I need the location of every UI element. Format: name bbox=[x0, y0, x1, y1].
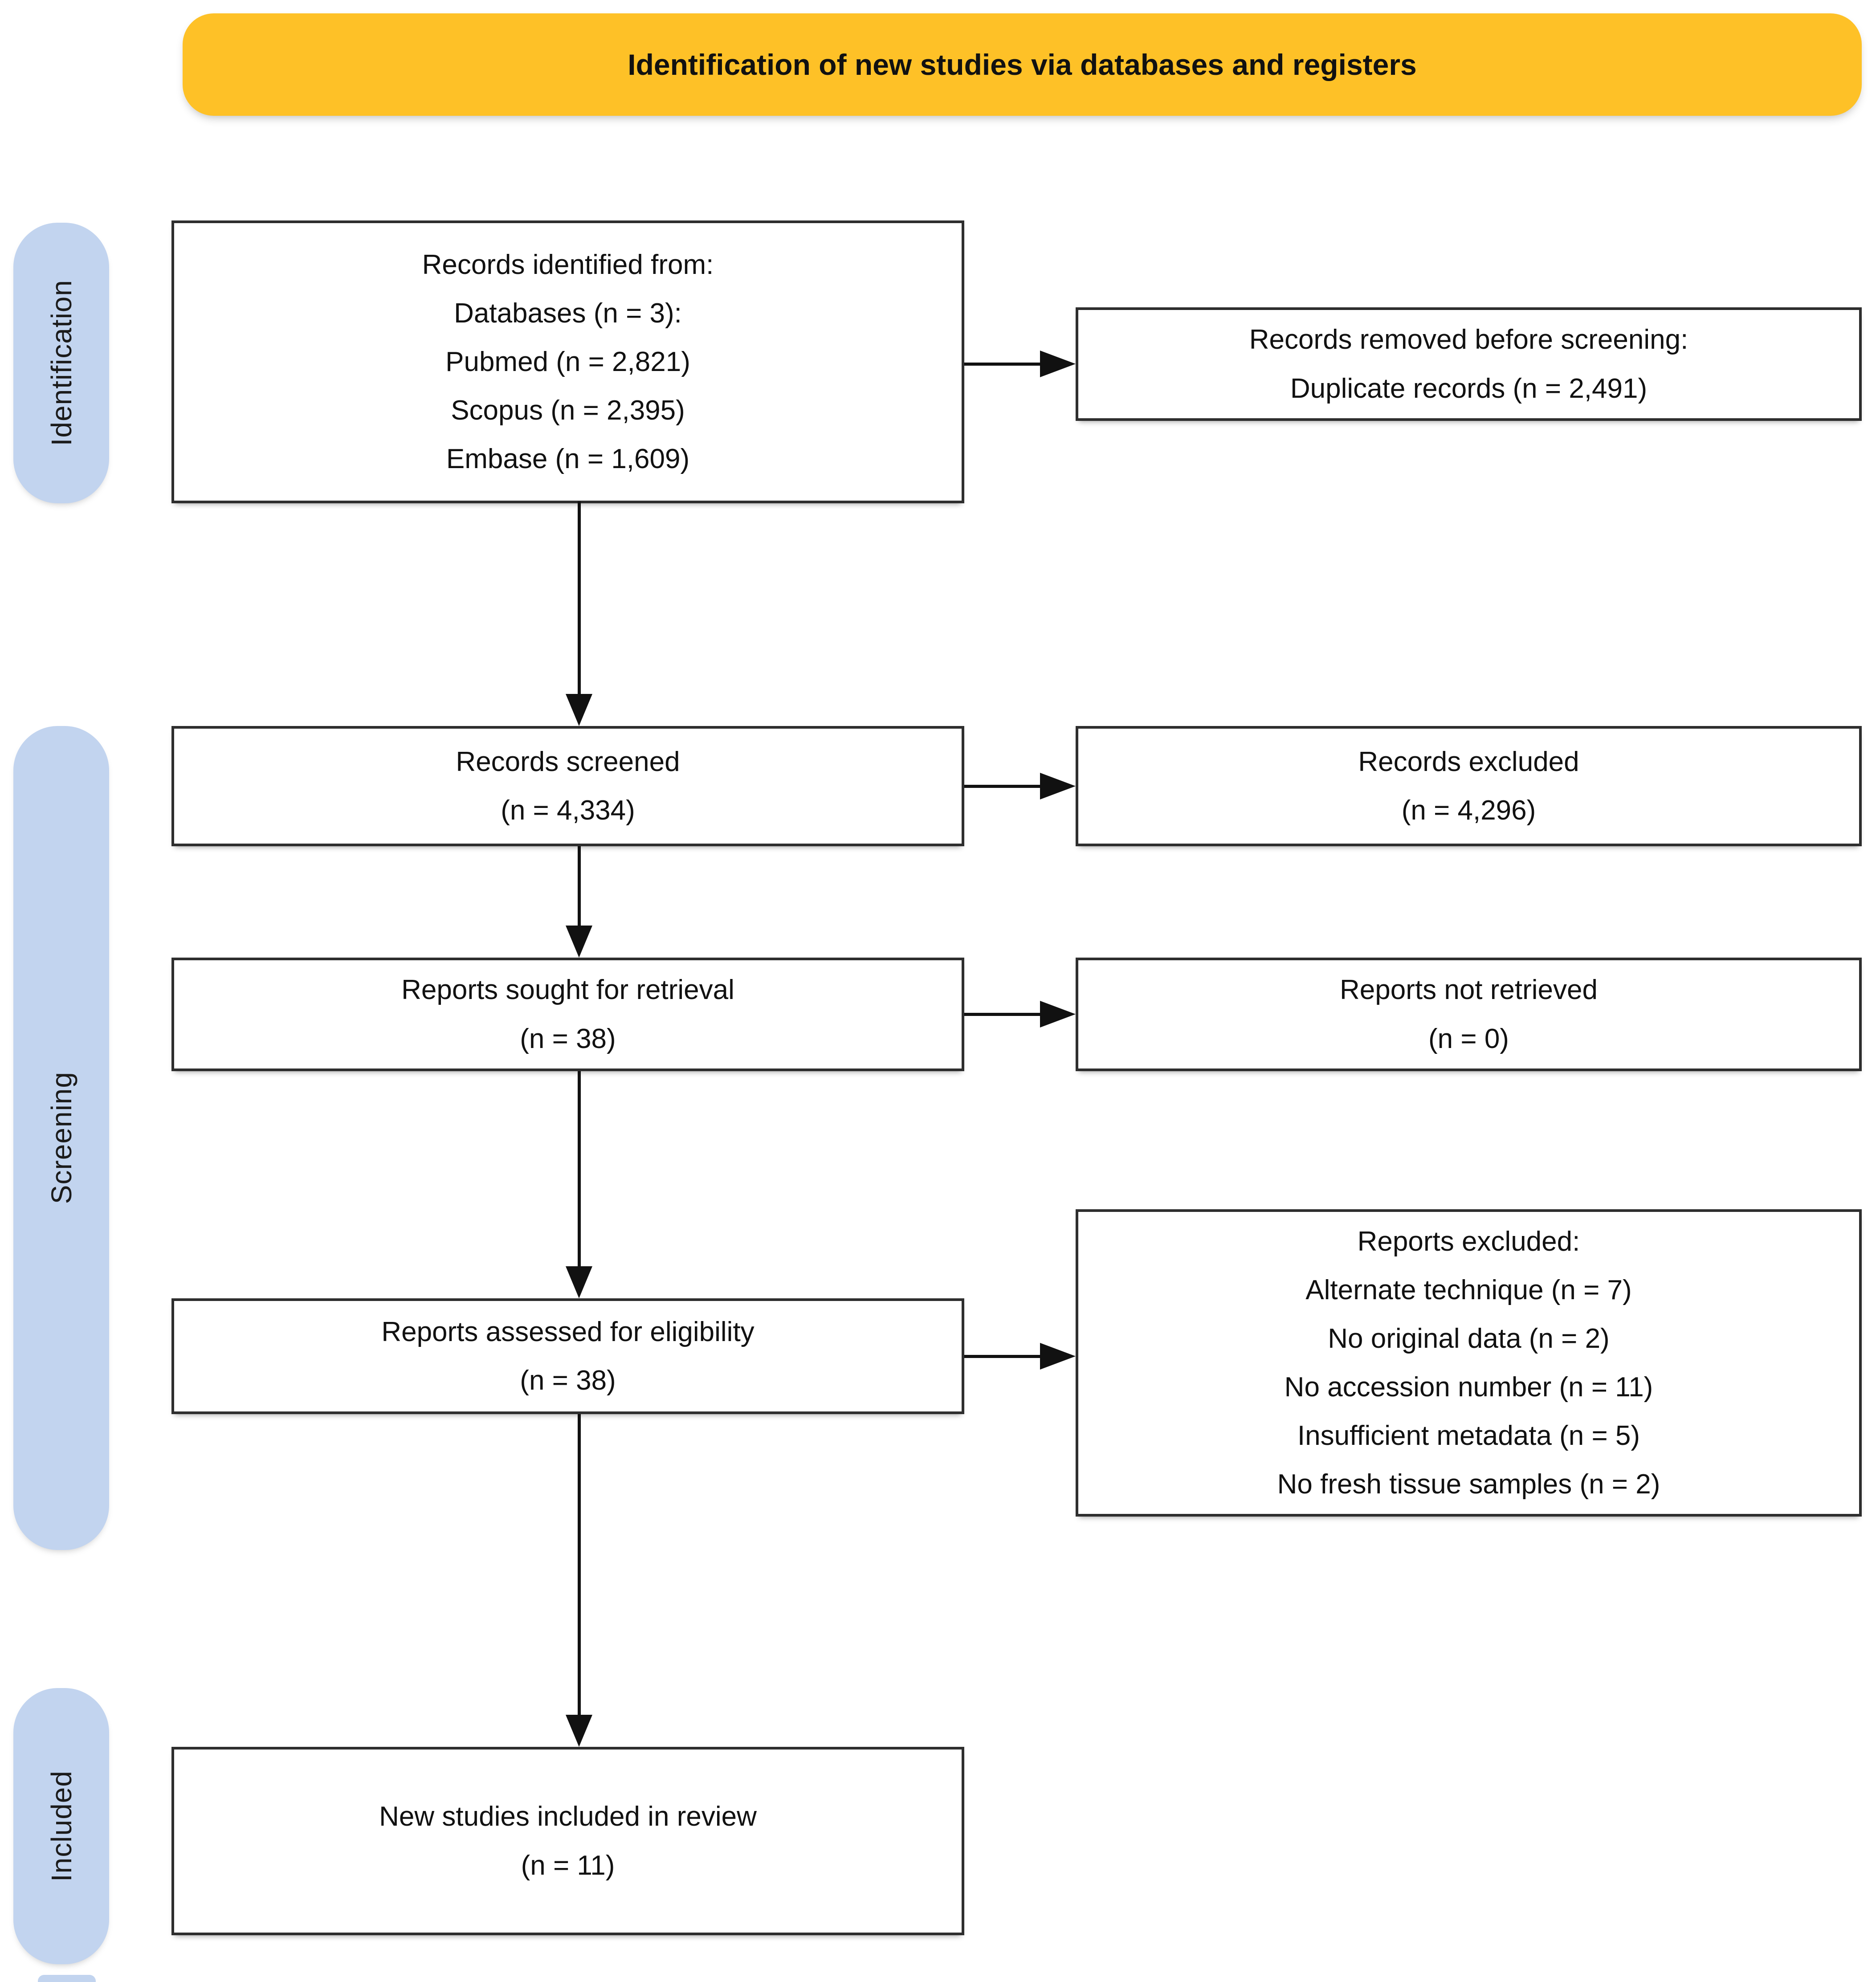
arrow-assessed-to-excluded-head bbox=[1040, 1343, 1076, 1370]
arrow-sought-to-assessed-line bbox=[578, 1071, 581, 1266]
stage-label-included: Included bbox=[45, 1770, 77, 1882]
stage-pill-included: Included bbox=[13, 1688, 109, 1964]
arrow-screened-to-sought-line bbox=[578, 846, 581, 926]
node-records-screened: Records screened (n = 4,334) bbox=[171, 726, 964, 846]
title-banner-label: Identification of new studies via databa… bbox=[628, 48, 1417, 81]
node-records-removed-before-screening: Records removed before screening: Duplic… bbox=[1076, 307, 1862, 421]
node-new-studies-included: New studies included in review (n = 11) bbox=[171, 1747, 964, 1935]
arrow-sought-to-not-retrieved-head bbox=[1040, 1001, 1076, 1028]
arrow-assessed-to-excluded-line bbox=[964, 1355, 1040, 1358]
arrow-identified-to-screened-line bbox=[578, 502, 581, 694]
arrow-screened-to-sought-head bbox=[566, 926, 592, 958]
arrow-identified-to-removed-line bbox=[964, 363, 1040, 366]
stage-label-screening: Screening bbox=[45, 1072, 77, 1204]
stage-pill-screening: Screening bbox=[13, 726, 109, 1550]
node-records-excluded: Records excluded (n = 4,296) bbox=[1076, 726, 1862, 846]
node-reports-excluded-reasons: Reports excluded: Alternate technique (n… bbox=[1076, 1209, 1862, 1517]
stage-pill-identification: Identification bbox=[13, 223, 109, 503]
title-banner: Identification of new studies via databa… bbox=[183, 13, 1862, 116]
stage-pill-partial-bottom bbox=[38, 1975, 96, 1982]
node-records-identified: Records identified from: Databases (n = … bbox=[171, 220, 964, 503]
arrow-identified-to-screened-head bbox=[566, 694, 592, 726]
node-reports-not-retrieved: Reports not retrieved (n = 0) bbox=[1076, 958, 1862, 1071]
stage-label-identification: Identification bbox=[45, 280, 77, 446]
arrow-assessed-to-included-line bbox=[578, 1414, 581, 1715]
arrow-screened-to-excluded-head bbox=[1040, 773, 1076, 799]
arrow-sought-to-assessed-head bbox=[566, 1266, 592, 1298]
node-reports-sought-for-retrieval: Reports sought for retrieval (n = 38) bbox=[171, 958, 964, 1071]
arrow-identified-to-removed-head bbox=[1040, 351, 1076, 377]
arrow-screened-to-excluded-line bbox=[964, 785, 1040, 788]
arrow-sought-to-not-retrieved-line bbox=[964, 1013, 1040, 1016]
arrow-assessed-to-included-head bbox=[566, 1715, 592, 1747]
node-reports-assessed-for-eligibility: Reports assessed for eligibility (n = 38… bbox=[171, 1298, 964, 1414]
